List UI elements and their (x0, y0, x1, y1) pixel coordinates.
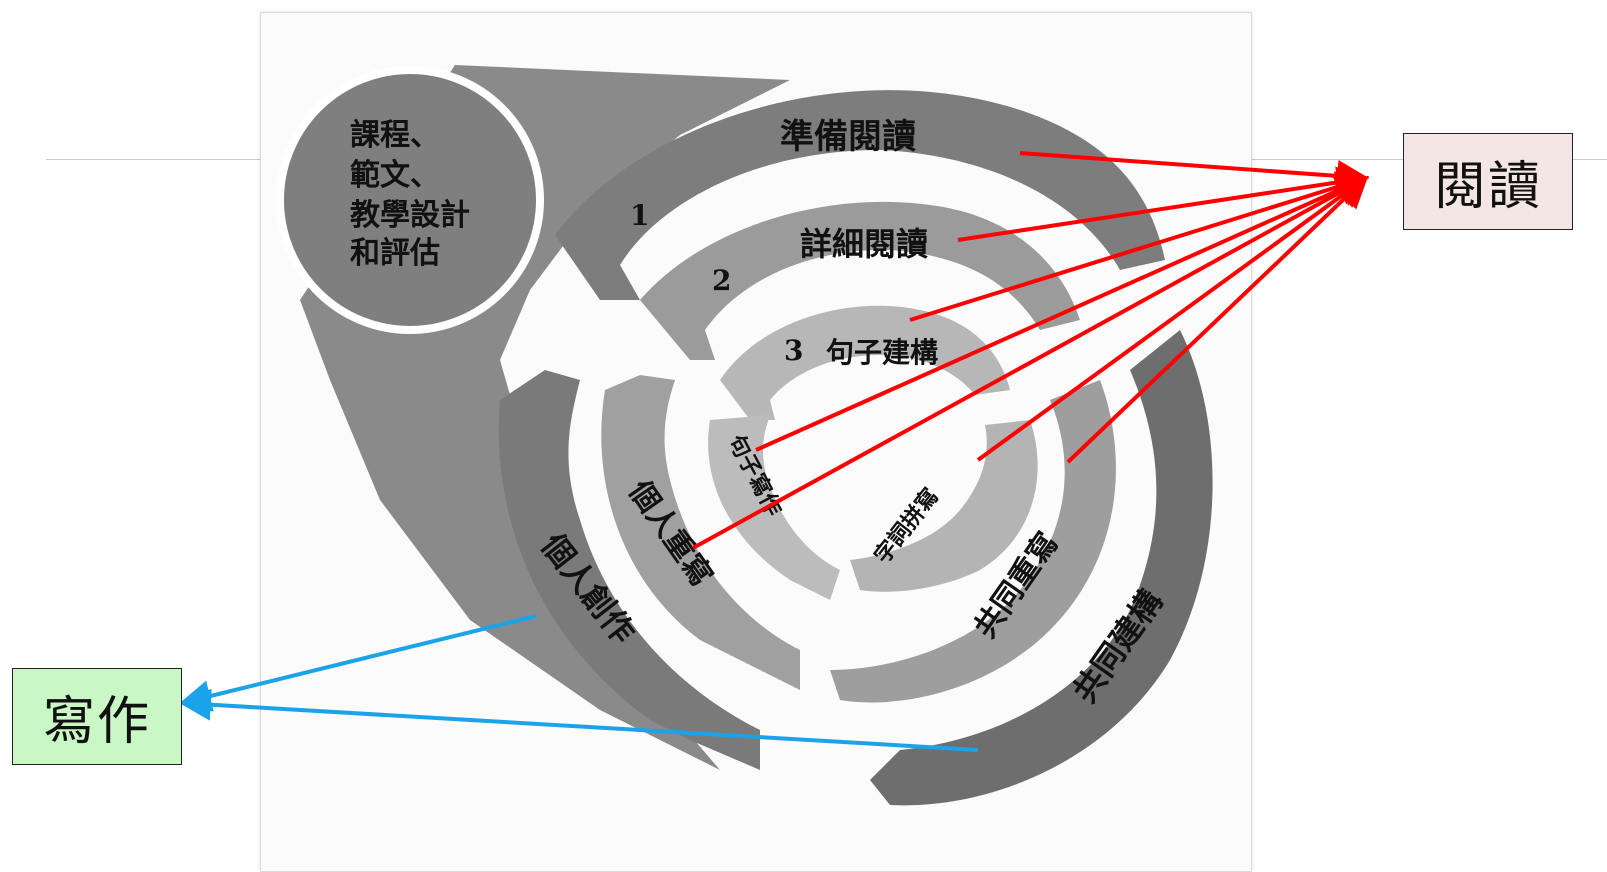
arrow-from-sentence-construction (909, 171, 1370, 322)
stage-label-prepare-reading: 準備閱讀 (780, 117, 916, 157)
arrow-from-joint-construction (178, 688, 979, 752)
writing-arrows (178, 614, 979, 752)
arrow-from-prepare-reading (1019, 151, 1370, 192)
reading-arrows (692, 151, 1370, 550)
arrow-from-joint-rewriting (1066, 175, 1369, 464)
curriculum-circle (276, 66, 544, 334)
stage-number-3: 3 (784, 334, 803, 367)
ring-inner-left (708, 415, 840, 600)
writing-callout-label: 寫作 (42, 692, 151, 752)
arrow-from-individual-rewriting (692, 176, 1369, 550)
arrow-from-sentence-writing (755, 175, 1369, 452)
ring-middle-top (640, 201, 1080, 360)
circle-line-3: 教學設計 (350, 198, 470, 233)
circle-line-2: 範文、 (350, 158, 440, 193)
stage-number-2: 2 (712, 264, 731, 297)
ring-outer-right (870, 330, 1213, 806)
ring-outer-left (498, 370, 760, 770)
curriculum-circle-text: 課程、 範文、 教學設計 和評估 (350, 118, 470, 271)
ring-inner-right (850, 420, 1038, 592)
stage-label-sentence-construction: 句子建構 (826, 336, 938, 369)
writing-callout-box: 寫作 (12, 668, 182, 765)
reading-callout-label: 閱讀 (1433, 157, 1542, 217)
arrow-from-individual-creation (178, 614, 537, 712)
ring-middle-left (601, 375, 800, 690)
circle-line-1: 課程、 (350, 118, 440, 153)
stage-number-1: 1 (630, 199, 649, 232)
divider-line-left (46, 159, 260, 160)
ring-inner-top (720, 305, 1010, 420)
ring-outer-top (555, 90, 1165, 300)
arrow-from-word-spelling (976, 176, 1369, 462)
circle-line-4: 和評估 (350, 236, 440, 271)
stage-label-detailed-reading: 詳細閱讀 (800, 225, 928, 263)
reading-callout-box: 閱讀 (1403, 133, 1573, 230)
ring-middle-right (830, 380, 1116, 703)
arrow-from-detailed-reading (957, 166, 1370, 242)
